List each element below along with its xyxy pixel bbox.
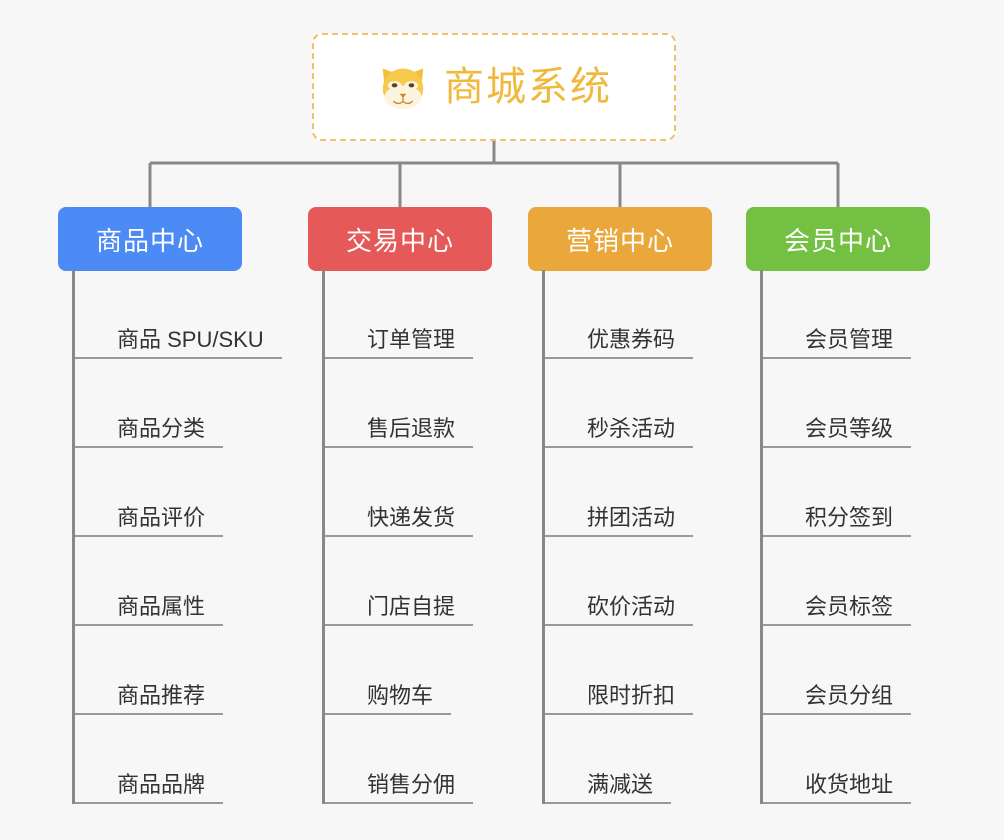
- leaf-label: 砍价活动: [545, 593, 694, 626]
- leaf-label: 商品 SPU/SKU: [75, 326, 282, 359]
- leaf-item[interactable]: 优惠券码: [545, 270, 694, 359]
- branch-spine-3: [542, 270, 545, 804]
- leaf-label: 会员分组: [763, 682, 912, 715]
- leaf-item[interactable]: 秒杀活动: [545, 359, 694, 448]
- leaf-item[interactable]: 商品 SPU/SKU: [75, 270, 282, 359]
- leaf-item[interactable]: 会员管理: [763, 270, 912, 359]
- leaf-label: 商品推荐: [75, 682, 224, 715]
- leaf-item[interactable]: 门店自提: [325, 537, 474, 626]
- leaf-item[interactable]: 拼团活动: [545, 448, 694, 537]
- leaf-label: 满减送: [545, 771, 672, 804]
- leaf-item[interactable]: 会员分组: [763, 626, 912, 715]
- leaf-label: 秒杀活动: [545, 415, 694, 448]
- leaf-item[interactable]: 商品属性: [75, 537, 224, 626]
- leaf-label: 会员标签: [763, 593, 912, 626]
- leaf-label: 会员管理: [763, 326, 912, 359]
- leaf-item[interactable]: 商品评价: [75, 448, 224, 537]
- leaf-label: 销售分佣: [325, 771, 474, 804]
- leaf-label: 会员等级: [763, 415, 912, 448]
- leaf-label: 门店自提: [325, 593, 474, 626]
- category-label-4: 会员中心: [783, 225, 892, 256]
- leaf-item[interactable]: 购物车: [325, 626, 452, 715]
- branch-spine-1: [72, 270, 75, 804]
- leaf-item[interactable]: 售后退款: [325, 359, 474, 448]
- leaf-item[interactable]: 快递发货: [325, 448, 474, 537]
- leaf-item[interactable]: 砍价活动: [545, 537, 694, 626]
- leaf-label: 限时折扣: [545, 682, 694, 715]
- leaf-item[interactable]: 积分签到: [763, 448, 912, 537]
- leaf-label: 收货地址: [763, 771, 912, 804]
- leaf-item[interactable]: 销售分佣: [325, 715, 474, 804]
- leaf-label: 快递发货: [325, 504, 474, 537]
- leaf-label: 优惠券码: [545, 326, 694, 359]
- category-box-1[interactable]: 商品中心: [58, 207, 242, 271]
- leaf-item[interactable]: 收货地址: [763, 715, 912, 804]
- leaf-label: 积分签到: [763, 504, 912, 537]
- shiba-dog-face-icon: [376, 60, 430, 114]
- category-label-2: 交易中心: [345, 225, 454, 256]
- leaf-label: 订单管理: [325, 326, 474, 359]
- category-box-2[interactable]: 交易中心: [308, 207, 492, 271]
- leaf-item[interactable]: 订单管理: [325, 270, 474, 359]
- leaf-label: 售后退款: [325, 415, 474, 448]
- leaf-label: 拼团活动: [545, 504, 694, 537]
- category-box-4[interactable]: 会员中心: [746, 207, 930, 271]
- leaf-label: 购物车: [325, 682, 452, 715]
- category-label-1: 商品中心: [95, 225, 204, 256]
- branch-spine-2: [322, 270, 325, 804]
- leaf-item[interactable]: 商品推荐: [75, 626, 224, 715]
- leaf-item[interactable]: 商品分类: [75, 359, 224, 448]
- leaf-item[interactable]: 会员等级: [763, 359, 912, 448]
- leaf-label: 商品属性: [75, 593, 224, 626]
- leaf-label: 商品评价: [75, 504, 224, 537]
- leaf-item[interactable]: 限时折扣: [545, 626, 694, 715]
- leaf-item[interactable]: 满减送: [545, 715, 672, 804]
- leaf-label: 商品品牌: [75, 771, 224, 804]
- leaf-item[interactable]: 会员标签: [763, 537, 912, 626]
- leaf-label: 商品分类: [75, 415, 224, 448]
- category-label-3: 营销中心: [565, 225, 674, 256]
- root-title: 商城系统: [444, 65, 612, 109]
- root-node[interactable]: 商城系统: [312, 33, 676, 141]
- category-box-3[interactable]: 营销中心: [528, 207, 712, 271]
- branch-spine-4: [760, 270, 763, 804]
- leaf-item[interactable]: 商品品牌: [75, 715, 224, 804]
